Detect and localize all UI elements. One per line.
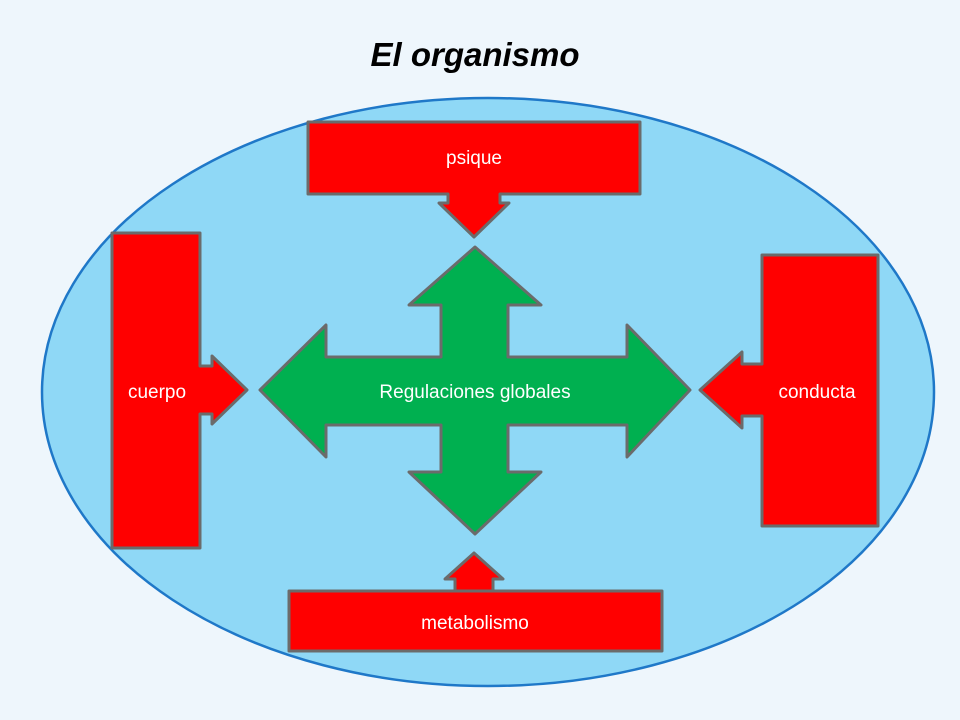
regulaciones-label: Regulaciones globales bbox=[379, 382, 570, 403]
metabolismo-label: metabolismo bbox=[421, 613, 529, 634]
cuerpo-block: cuerpo bbox=[110, 231, 249, 550]
psique-block: psique bbox=[306, 120, 642, 239]
four-way-arrow bbox=[258, 245, 692, 536]
conducta-block: conducta bbox=[698, 253, 880, 528]
regulaciones-block: Regulaciones globales bbox=[258, 245, 692, 536]
conducta-label: conducta bbox=[778, 382, 856, 403]
metabolismo-up-arrow bbox=[443, 551, 505, 593]
cuerpo-label: cuerpo bbox=[128, 382, 186, 403]
metabolismo-arrow-shape bbox=[287, 589, 664, 653]
metabolismo-block: metabolismo bbox=[287, 551, 664, 653]
diagram-title: El organismo bbox=[370, 36, 579, 73]
psique-arrow-shape bbox=[306, 120, 642, 239]
cuerpo-arrow-shape bbox=[110, 231, 249, 550]
conducta-arrow-shape bbox=[698, 253, 880, 528]
psique-label: psique bbox=[446, 148, 502, 169]
